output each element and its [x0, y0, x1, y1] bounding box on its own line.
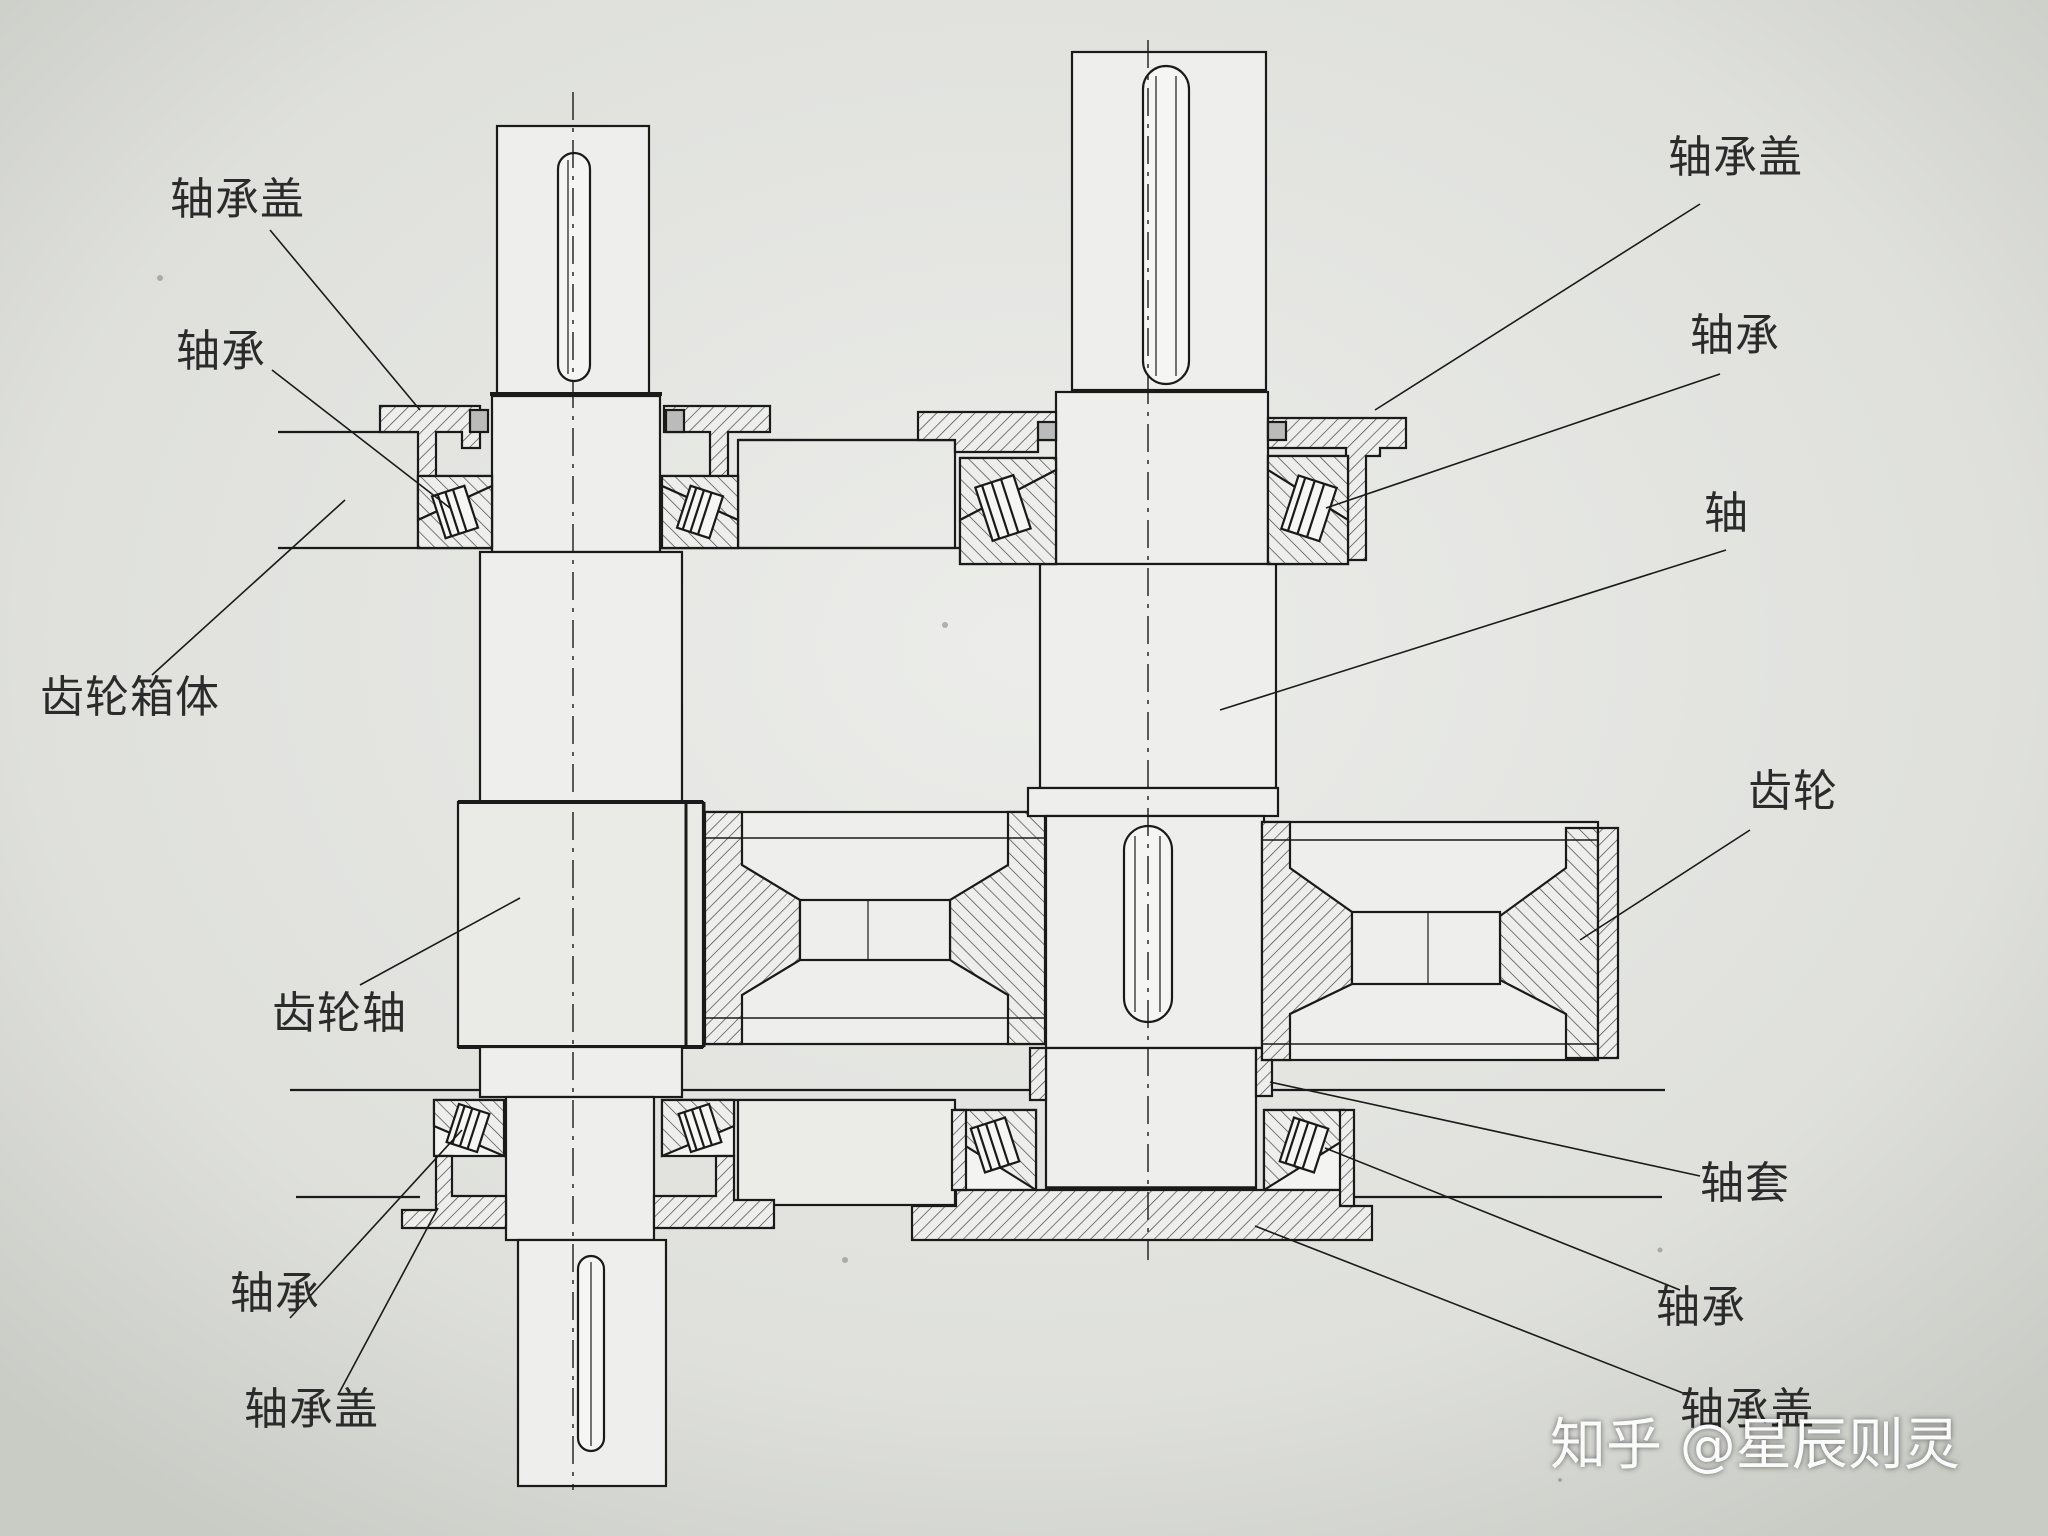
right-big-gear — [1260, 820, 1620, 1062]
drawing-lines — [151, 40, 1751, 1490]
right-shaft — [1026, 50, 1280, 1190]
label-left-bottom-bearing: 轴承 — [230, 1268, 320, 1319]
label-left-top-bearing-cover: 轴承盖 — [170, 174, 305, 225]
label-sleeve: 轴套 — [1700, 1158, 1790, 1209]
middle-gear — [703, 810, 1047, 1046]
left-bottom-bearings — [432, 1098, 736, 1158]
label-gear-housing: 齿轮箱体 — [40, 672, 220, 723]
label-gear: 齿轮 — [1748, 766, 1838, 817]
center-lines — [572, 40, 1149, 1490]
leader-lines — [151, 203, 1751, 1396]
label-right-top-bearing-cover: 轴承盖 — [1668, 132, 1803, 183]
label-right-bottom-bearing-cover: 轴承盖 — [1680, 1384, 1815, 1435]
watermark: 知乎 @星辰则灵 — [1550, 1413, 1960, 1478]
label-gear-shaft: 齿轮轴 — [272, 988, 407, 1039]
label-left-top-bearing: 轴承 — [176, 326, 266, 377]
label-right-bottom-bearing: 轴承 — [1656, 1282, 1746, 1333]
right-top-bearing-cover — [916, 410, 1408, 562]
label-right-top-bearing: 轴承 — [1690, 310, 1780, 361]
housing — [278, 430, 1665, 1207]
left-top-bearings — [416, 474, 740, 550]
label-shaft: 轴 — [1704, 488, 1749, 539]
screen-smudges — [157, 275, 1663, 1482]
label-left-bottom-bearing-cover: 轴承盖 — [244, 1384, 379, 1435]
right-bottom-bearings — [954, 1108, 1346, 1192]
left-bottom-bearing-cover — [400, 1154, 776, 1230]
right-top-bearings — [958, 454, 1350, 566]
